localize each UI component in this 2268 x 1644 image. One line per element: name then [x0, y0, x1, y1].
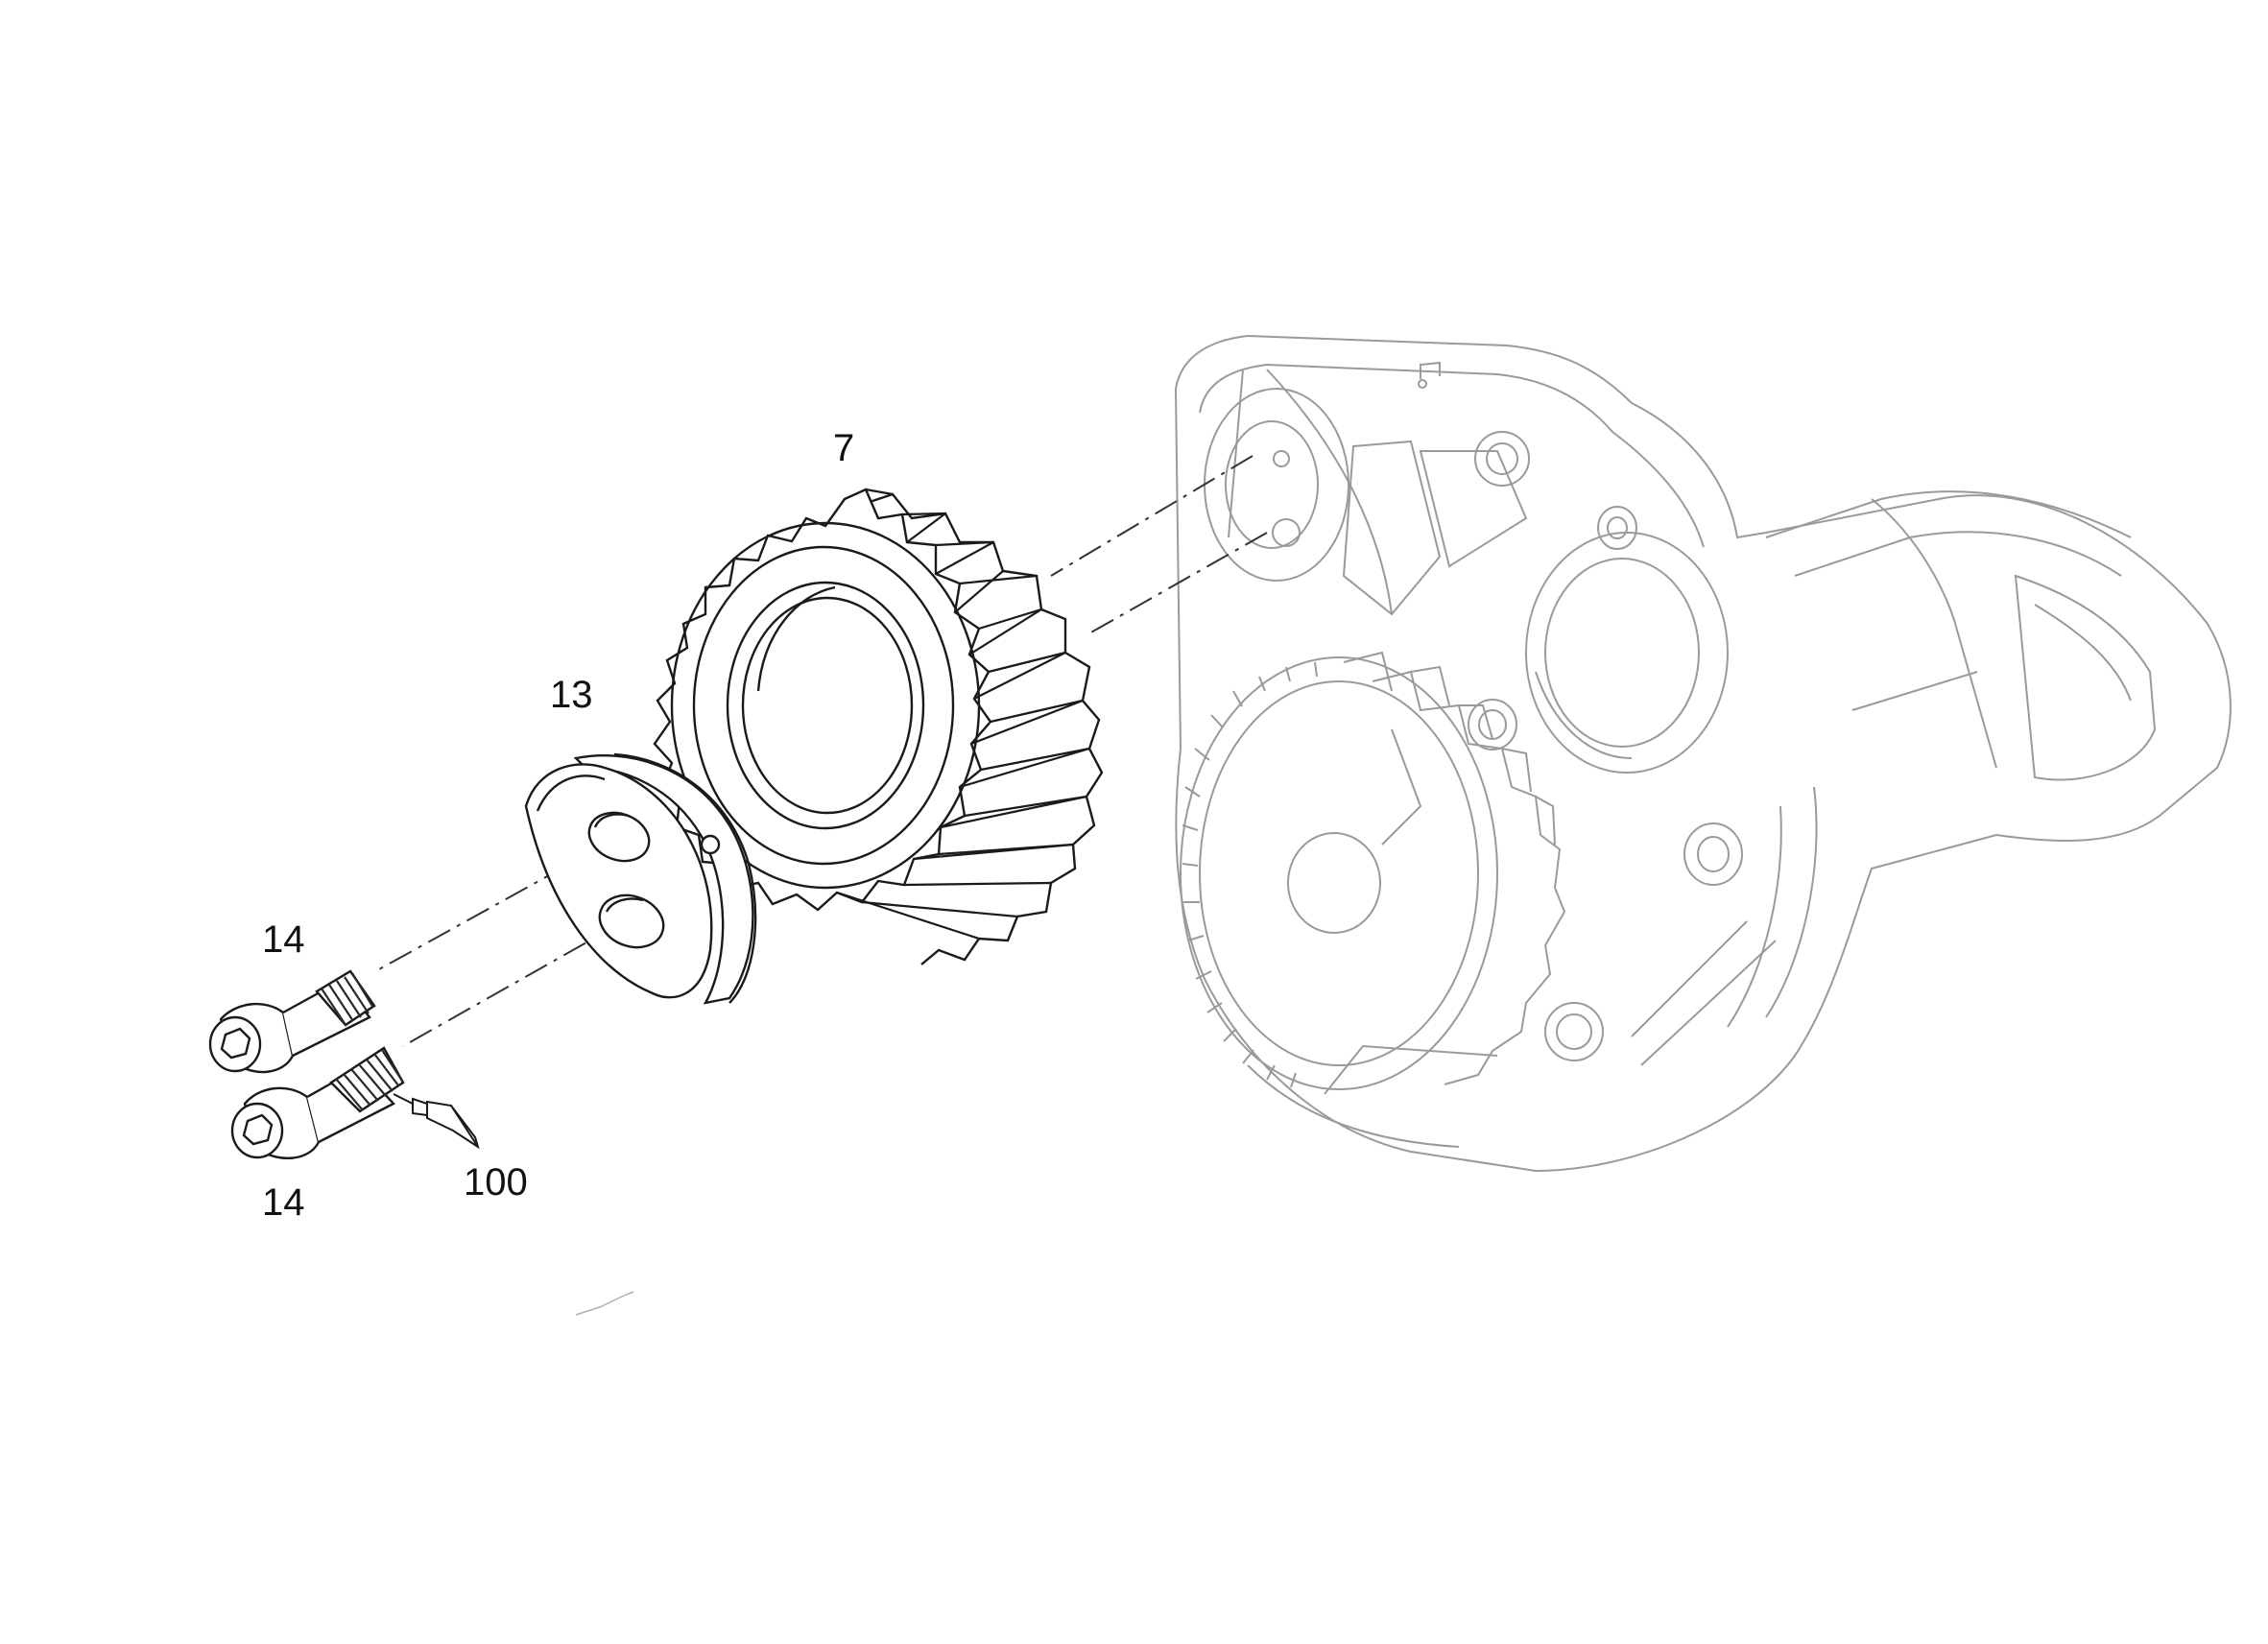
helical-gear[interactable]: [653, 488, 1104, 965]
callout-screw-lower: 14: [262, 1181, 305, 1224]
pump-housing: [1174, 334, 2232, 1173]
callout-gear: 7: [833, 427, 855, 469]
callout-adhesive: 100: [464, 1161, 528, 1203]
housing-gear: [1180, 651, 1566, 1090]
callout-flange: 13: [550, 674, 593, 716]
stray-marks: [575, 1291, 634, 1316]
cap-screw-upper[interactable]: [208, 969, 376, 1074]
adhesive-tube-icon: [393, 1093, 480, 1150]
bearing-flange[interactable]: [524, 752, 757, 1005]
cap-screw-lower[interactable]: [230, 1046, 405, 1159]
callout-screw-upper: 14: [262, 918, 305, 961]
